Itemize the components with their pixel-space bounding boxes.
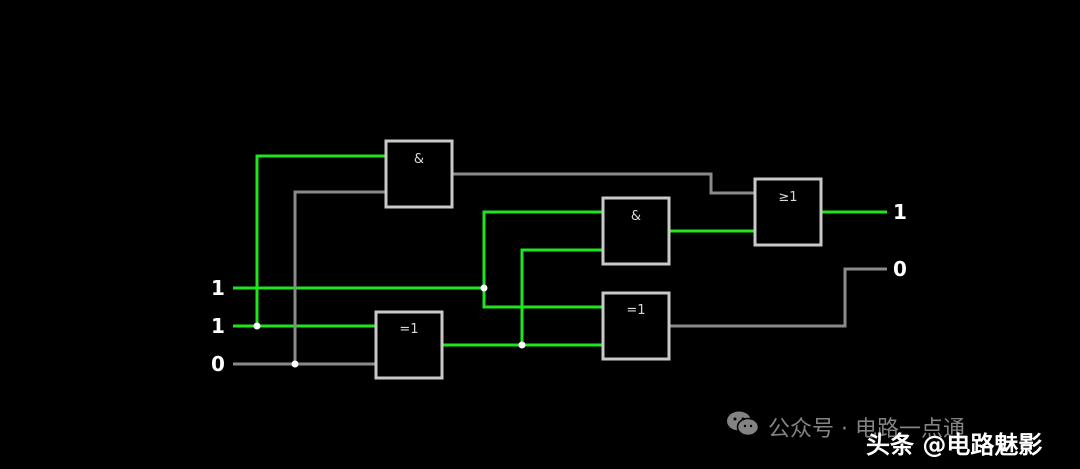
output-2-label: 0 <box>893 257 907 281</box>
junction-dot <box>253 322 261 330</box>
and-gate-1-label: & <box>414 152 424 167</box>
and-gate-2: & <box>601 196 671 266</box>
input-b-label: 1 <box>211 314 225 338</box>
xor-gate-2-label: =1 <box>626 303 645 318</box>
wire-c-to-and1 <box>293 190 386 364</box>
wechat-icon <box>726 410 760 444</box>
input-a-label: 1 <box>211 276 225 300</box>
wire-and1-to-or <box>452 172 755 195</box>
wire-xor1-to-and2 <box>520 248 603 345</box>
and-gate-2-label: & <box>631 209 641 224</box>
wire-a-to-and2 <box>482 210 603 288</box>
xor-gate-1-label: =1 <box>399 322 418 337</box>
junction-dot <box>518 341 526 349</box>
junction-dot <box>480 284 488 292</box>
wire-xor2-out <box>669 267 887 328</box>
or-gate: ≥1 <box>753 177 823 247</box>
and-gate-1: & <box>384 139 454 209</box>
or-gate-label: ≥1 <box>778 190 797 205</box>
junction-dot <box>291 360 299 368</box>
wechat-watermark-text: 公众号 · 电路一点通 <box>768 417 965 442</box>
xor-gate-2: =1 <box>601 291 671 361</box>
toutiao-watermark: 头条 @电路魅影 <box>866 431 1043 459</box>
output-1-label: 1 <box>893 200 907 224</box>
xor-gate-1: =1 <box>374 310 444 380</box>
wechat-watermark: 公众号 · 电路一点通 <box>726 410 965 444</box>
wire-b-to-and1 <box>255 154 386 326</box>
wire-a-to-xor2 <box>482 288 603 309</box>
input-c-label: 0 <box>211 352 225 376</box>
